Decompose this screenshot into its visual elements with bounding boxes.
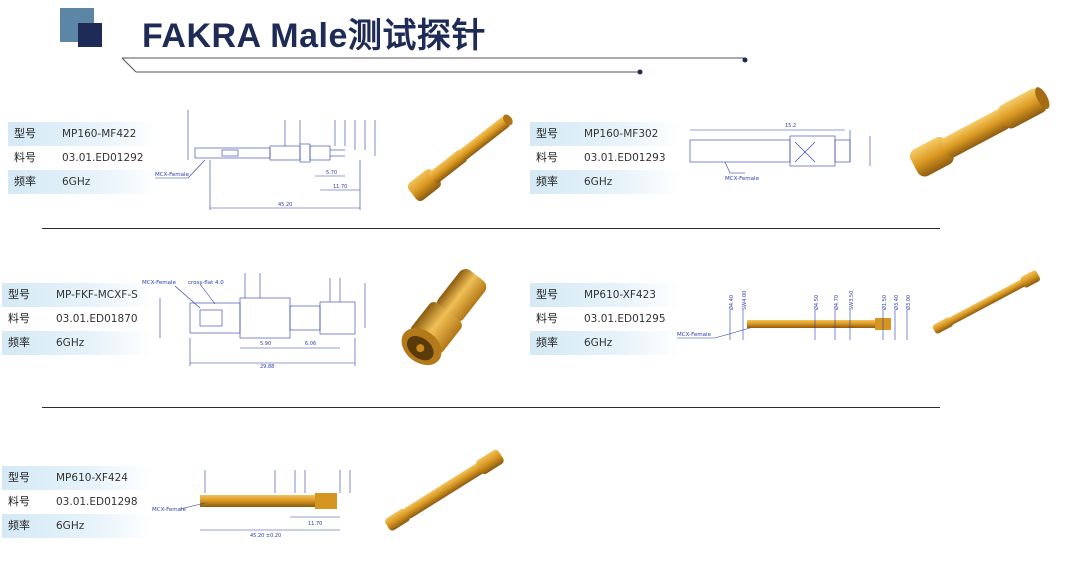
part-value: 03.01.ED01292 [62, 152, 144, 164]
spec-row-frequency: 频率 6GHz [2, 514, 152, 538]
dimension-label: Ø4.70 [833, 295, 840, 310]
part-value: 03.01.ED01295 [584, 313, 666, 325]
spec-label: 型号 [536, 127, 558, 140]
dimension-label: SW4.00 [742, 291, 748, 310]
dimension-label: Ø4.40 [728, 295, 735, 310]
spec-row-frequency: 频率 6GHz [2, 331, 152, 355]
probe-image [401, 269, 487, 366]
spec-row-part: 料号 03.01.ED01292 [8, 146, 158, 170]
spec-label: 型号 [8, 288, 30, 301]
spec-row-part: 料号 03.01.ED01293 [530, 146, 680, 170]
probe-image [932, 270, 1040, 334]
spec-row-part: 料号 03.01.ED01870 [2, 307, 152, 331]
model-value: MP-FKF-MCXF-S [56, 289, 138, 301]
mcx-label: MCX-Female [152, 507, 187, 513]
spec-row-part: 料号 03.01.ED01298 [2, 490, 152, 514]
frequency-value: 6GHz [584, 176, 613, 188]
mcx-label: MCX-Female [725, 176, 760, 182]
spec-label: 型号 [14, 127, 36, 140]
spec-label: 料号 [536, 312, 558, 325]
dimension-total: 45.20 ±0.20 [250, 533, 281, 539]
probe-image [407, 114, 513, 202]
dimension-label: Ø1.50 [881, 295, 888, 310]
probe-image [910, 87, 1050, 177]
technical-drawing: MCX-Female cross-flat 4.0 29.88 5.90 6.0… [142, 273, 366, 370]
model-value: MP610-XF424 [56, 472, 128, 484]
spec-row-frequency: 频率 6GHz [8, 170, 158, 194]
spec-card: 型号 MP160-MF422 料号 03.01.ED01292 频率 6GHz [8, 122, 158, 194]
dimension-total: 45.20 [278, 202, 292, 208]
model-value: MP610-XF423 [584, 289, 656, 301]
dimension-label: SW3.50 [849, 291, 855, 310]
model-value: MP160-MF422 [62, 128, 137, 140]
spec-label: 料号 [14, 151, 36, 164]
spec-label: 频率 [536, 336, 558, 349]
dimension-label: Ø4.50 [813, 295, 820, 310]
dimension-total: 15.2 [785, 123, 796, 129]
header-underline [121, 57, 748, 75]
spec-row-model: 型号 MP-FKF-MCXF-S [2, 283, 152, 307]
spec-label: 频率 [14, 175, 36, 188]
spec-row-frequency: 频率 6GHz [530, 331, 680, 355]
technical-drawing: Ø4.40 SW4.00 Ø4.50 Ø4.70 SW3.50 Ø1.50 Ø3… [677, 291, 912, 340]
probe-image [385, 449, 504, 531]
dimension-sub2: 5.70 [326, 170, 337, 176]
dimension-sub2: 6.06 [305, 341, 316, 347]
mcx-label: MCX-Female [677, 332, 712, 338]
mcx-label: MCX-Female [142, 280, 177, 286]
spec-card: 型号 MP610-XF423 料号 03.01.ED01295 频率 6GHz [530, 283, 680, 355]
part-value: 03.01.ED01870 [56, 313, 138, 325]
spec-label: 频率 [8, 336, 30, 349]
spec-label: 型号 [8, 471, 30, 484]
spec-row-model: 型号 MP610-XF423 [530, 283, 680, 307]
technical-drawing: 15.2 MCX-Female [689, 123, 871, 182]
page-title: FAKRA Male测试探针 [142, 17, 486, 55]
frequency-value: 6GHz [62, 176, 91, 188]
dimension-sub: 11.70 [308, 521, 322, 527]
spec-row-model: 型号 MP160-MF422 [8, 122, 158, 146]
spec-row-frequency: 频率 6GHz [530, 170, 680, 194]
dimension-total: 29.88 [260, 364, 274, 370]
spec-label: 料号 [536, 151, 558, 164]
spec-row-part: 料号 03.01.ED01295 [530, 307, 680, 331]
frequency-value: 6GHz [584, 337, 613, 349]
spec-label: 料号 [8, 312, 30, 325]
logo-square-dark [78, 23, 102, 47]
spec-row-model: 型号 MP610-XF424 [2, 466, 152, 490]
dimension-sub: 5.90 [260, 341, 271, 347]
spec-row-model: 型号 MP160-MF302 [530, 122, 680, 146]
dimension-sub: 11.70 [333, 184, 347, 190]
technical-drawing: MCX-Female 45.20 ±0.20 11.70 [152, 470, 351, 539]
dimension-label: Ø3.40 [893, 295, 900, 310]
model-value: MP160-MF302 [584, 128, 659, 140]
part-value: 03.01.ED01298 [56, 496, 138, 508]
section-divider [42, 407, 940, 408]
frequency-value: 6GHz [56, 520, 85, 532]
spec-label: 频率 [536, 175, 558, 188]
spec-card: 型号 MP-FKF-MCXF-S 料号 03.01.ED01870 频率 6GH… [2, 283, 152, 355]
mcx-label: MCX-Female [155, 172, 190, 178]
spec-label: 料号 [8, 495, 30, 508]
part-value: 03.01.ED01293 [584, 152, 666, 164]
spec-card: 型号 MP610-XF424 料号 03.01.ED01298 频率 6GHz [2, 466, 152, 538]
section-divider [42, 228, 940, 229]
spec-label: 型号 [536, 288, 558, 301]
spec-card: 型号 MP160-MF302 料号 03.01.ED01293 频率 6GHz [530, 122, 680, 194]
technical-drawing: MCX-Female 45.20 11.70 5.70 [155, 110, 376, 210]
drawing-note: cross-flat 4.0 [188, 280, 224, 286]
dimension-label: Ø3.00 [905, 295, 912, 310]
spec-label: 频率 [8, 519, 30, 532]
frequency-value: 6GHz [56, 337, 85, 349]
